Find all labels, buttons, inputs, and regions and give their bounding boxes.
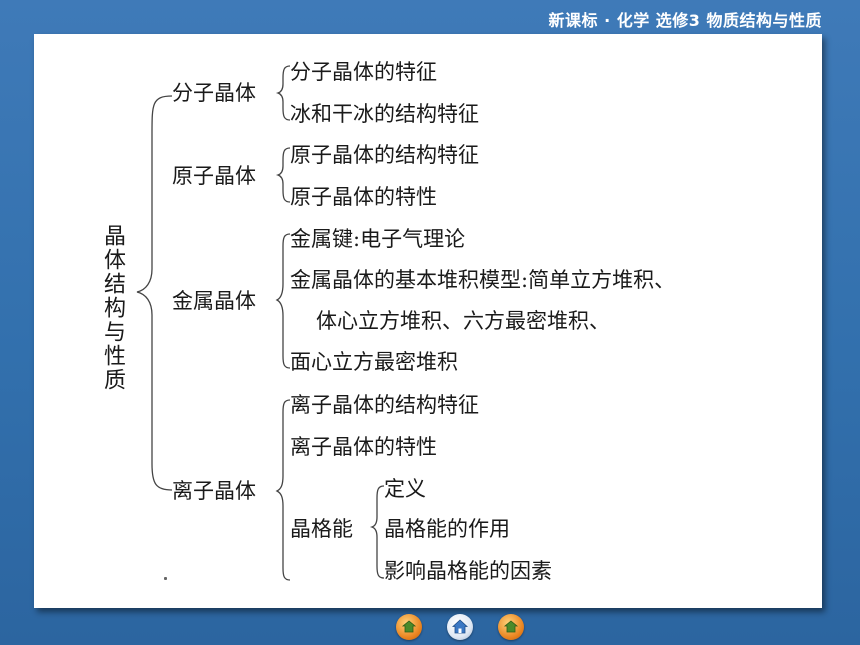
group-item: 金属晶体的基本堆积模型:简单立方堆积、	[290, 268, 676, 292]
content-panel: 晶体结构与性质 分子晶体 分子晶体的特征 冰和干冰的结构特征 原子晶体 原子晶体…	[34, 34, 822, 608]
bracket-lines	[136, 65, 385, 581]
group-item: 原子晶体的特性	[290, 185, 437, 209]
sub-group-item: 晶格能的作用	[384, 517, 510, 541]
forward-icon	[503, 620, 519, 633]
back-home-button[interactable]	[396, 614, 422, 640]
home-back-icon	[401, 620, 417, 633]
sub-group-item: 影响晶格能的因素	[384, 559, 552, 583]
group-label-ionic: 离子晶体	[172, 479, 256, 503]
group-item: 分子晶体的特征	[290, 60, 437, 84]
forward-button[interactable]	[498, 614, 524, 640]
group-label-molecular: 分子晶体	[172, 81, 256, 105]
group-label-atomic: 原子晶体	[172, 164, 256, 188]
group-item: 冰和干冰的结构特征	[290, 102, 479, 126]
group-item: 离子晶体的特性	[290, 435, 437, 459]
root-label: 晶体结构与性质	[100, 224, 125, 392]
home-button[interactable]	[447, 614, 473, 640]
sub-group-item: 定义	[384, 477, 426, 501]
group-label-metallic: 金属晶体	[172, 289, 256, 313]
group-item: 体心立方堆积、六方最密堆积、	[316, 309, 610, 333]
home-icon	[451, 619, 469, 634]
group-item: 金属键:电子气理论	[290, 227, 466, 251]
group-item: 原子晶体的结构特征	[290, 143, 479, 167]
stray-mark	[164, 577, 167, 580]
sub-group-label-lattice-energy: 晶格能	[290, 517, 353, 541]
group-item: 离子晶体的结构特征	[290, 393, 479, 417]
header-title: 新课标 · 化学 选修3 物质结构与性质	[548, 11, 822, 30]
group-item: 面心立方最密堆积	[290, 350, 458, 374]
